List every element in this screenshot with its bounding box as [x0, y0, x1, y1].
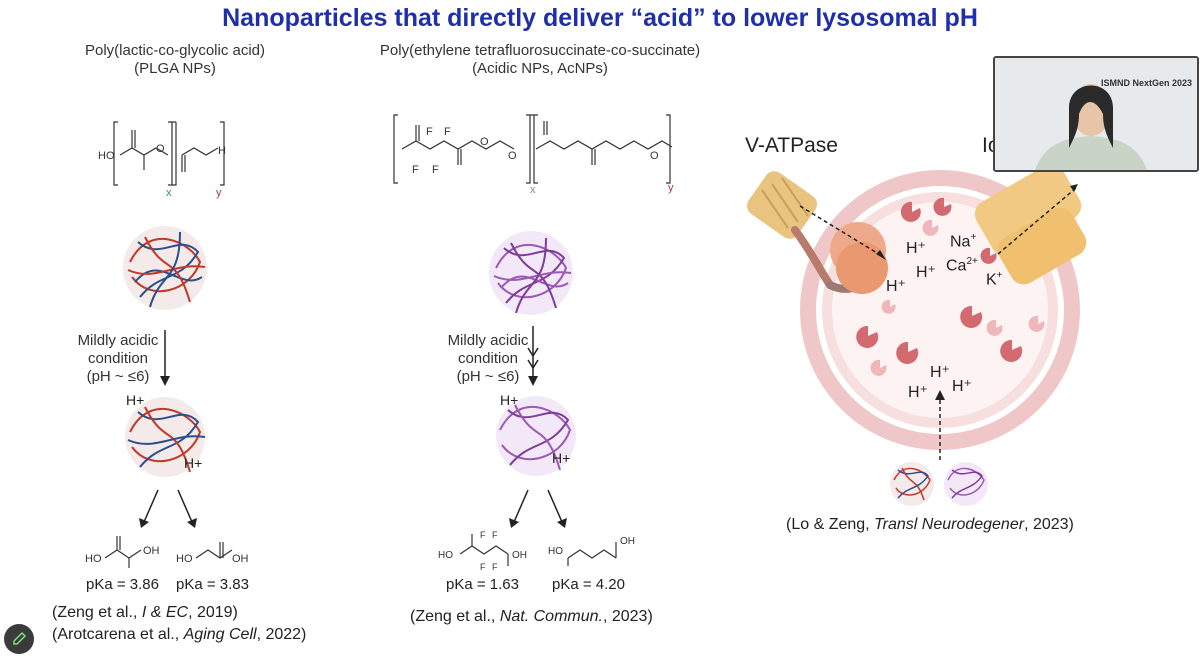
acnp-abbrev: (Acidic NPs, AcNPs): [472, 60, 608, 77]
tfsa-f-4: F: [492, 562, 498, 572]
presenter-silhouette: [995, 58, 1197, 170]
lactic-oh: OH: [143, 545, 160, 557]
ca-label: Ca2+: [946, 256, 978, 275]
citation-zeng-2023: (Zeng et al., Nat. Commun., 2023): [410, 608, 653, 625]
plga-h-plus-1: H+: [126, 392, 145, 408]
citation-lo-zeng-2023: (Lo & Zeng, Transl Neurodegener, 2023): [786, 516, 1074, 533]
acnp-f-3: F: [412, 164, 419, 176]
lactic-ho: HO: [85, 553, 102, 565]
struct-x: x: [166, 187, 172, 199]
video-logo: ISMND NextGen 2023: [1101, 78, 1193, 88]
acnp-f-2: F: [444, 126, 451, 138]
plga-abbrev: (PLGA NPs): [134, 60, 216, 77]
acnp-x: x: [530, 184, 536, 195]
citation-arotcarena-2022: (Arotcarena et al., Aging Cell, 2022): [52, 626, 307, 643]
lysosome-diagram: [747, 164, 1087, 460]
plga-arrow-down: [160, 330, 170, 386]
glycolic-acid-structure: HO OH: [176, 542, 249, 565]
tfsa-oh: OH: [512, 550, 527, 561]
plga-nanoparticle-degraded: [125, 397, 206, 477]
plga-condition-2: condition: [87, 350, 149, 367]
acnp-split-arrows: [509, 489, 567, 528]
lactic-acid-structure: HO OH: [85, 536, 160, 568]
struct-y: y: [216, 187, 222, 199]
h-plus-label-3: H⁺: [886, 278, 906, 295]
acnp-nanoparticle: [489, 231, 573, 315]
struct-o: O: [156, 143, 165, 155]
acnp-condition-2: condition: [457, 350, 519, 367]
plga-h-plus-2: H+: [184, 455, 203, 471]
h-plus-label-5: H⁺: [908, 384, 928, 401]
glycolic-ho: HO: [176, 553, 193, 565]
acnp-f-1: F: [426, 126, 433, 138]
pka-succinic: pKa = 4.20: [552, 576, 625, 593]
tfsa-ho: HO: [438, 550, 453, 561]
slide-title: Nanoparticles that directly deliver “aci…: [222, 4, 978, 32]
succinic-oh: OH: [620, 536, 635, 547]
plga-condition-3: (pH ~ ≤6): [86, 368, 150, 385]
tfsa-f-2: F: [492, 530, 498, 540]
acnp-o-3: O: [650, 150, 659, 162]
succinic-ho: HO: [548, 546, 563, 557]
plga-structure: HO O H x y: [98, 121, 226, 199]
acnp-y: y: [668, 182, 674, 194]
acnp-structure: F F F F O O O x y: [393, 114, 674, 195]
pka-tetrafluorosuccinic: pKa = 1.63: [446, 576, 519, 593]
h-plus-label-1: H⁺: [906, 240, 926, 257]
acnp-name: Poly(ethylene tetrafluorosuccinate-co-su…: [379, 42, 701, 59]
tetrafluorosuccinic-acid-structure: HO OH F F F F: [438, 530, 527, 572]
plga-name: Poly(lactic-co-glycolic acid): [84, 42, 266, 59]
k-label: K+: [986, 270, 1003, 289]
h-plus-label-6: H⁺: [952, 378, 972, 395]
edit-button[interactable]: [4, 624, 34, 654]
tfsa-f-1: F: [480, 530, 486, 540]
acnp-arrow-down: [527, 326, 539, 386]
acnp-nanoparticle-degraded: [496, 396, 576, 476]
tfsa-f-3: F: [480, 562, 486, 572]
acnp-condition-3: (pH ~ ≤6): [456, 368, 520, 385]
h-plus-label-4: H⁺: [930, 364, 950, 381]
plga-split-arrows: [139, 489, 197, 528]
acnp-o-1: O: [480, 136, 489, 148]
struct-h: H: [218, 145, 226, 157]
struct-ho: HO: [98, 150, 115, 162]
h-plus-label-2: H⁺: [916, 264, 936, 281]
pka-lactic: pKa = 3.86: [86, 576, 159, 593]
acnp-h-plus-1: H+: [500, 392, 519, 408]
acnp-h-plus-2: H+: [552, 450, 571, 466]
pencil-icon: [13, 631, 27, 645]
presenter-video[interactable]: ISMND NextGen 2023: [993, 56, 1199, 172]
plga-nanoparticle: [123, 226, 207, 310]
acnp-f-4: F: [432, 164, 439, 176]
acnp-o-2: O: [508, 150, 517, 162]
plga-condition-1: Mildly acidic: [77, 332, 159, 349]
citation-zeng-2019: (Zeng et al., I & EC, 2019): [52, 604, 238, 621]
acnp-condition-1: Mildly acidic: [447, 332, 529, 349]
na-label: Na+: [950, 232, 977, 251]
glycolic-oh: OH: [232, 553, 249, 565]
small-nanoparticles: [890, 462, 988, 506]
vatpase-label: V-ATPase: [745, 134, 838, 157]
succinic-acid-structure: HO OH: [548, 536, 635, 566]
pka-glycolic: pKa = 3.83: [176, 576, 249, 593]
